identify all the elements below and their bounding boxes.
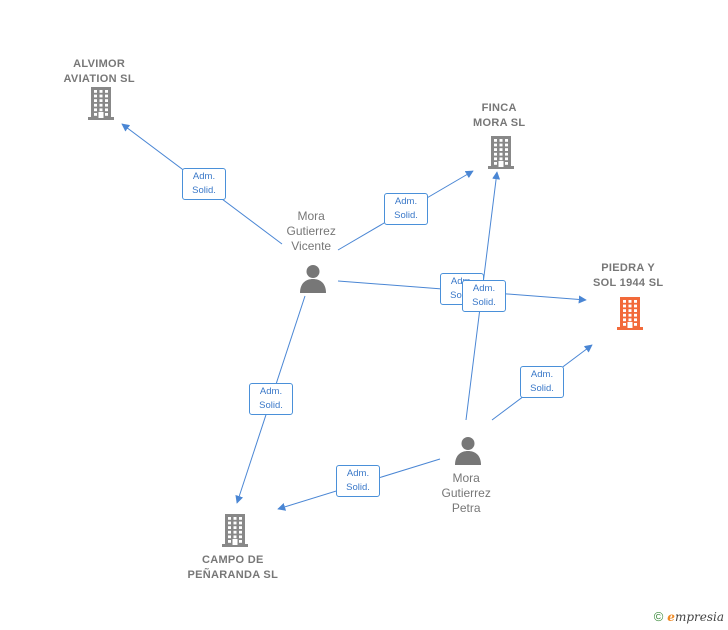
building-icon[interactable]	[220, 513, 250, 552]
company-label-line: FINCA	[481, 102, 517, 114]
person-label-line: Petra	[451, 501, 481, 515]
company-label-alvimor[interactable]: ALVIMOR AVIATION SL	[64, 57, 135, 87]
relation-label-line: Solid.	[346, 482, 370, 493]
relation-label-petra-finca[interactable]: Adm. Solid.	[462, 280, 506, 312]
footer-brand: © empresia	[654, 609, 724, 624]
relation-label-line: Adm.	[394, 196, 418, 207]
copyright-symbol: ©	[653, 609, 664, 624]
empresia-logo: empresia	[667, 609, 724, 624]
person-label-line: Vicente	[291, 239, 332, 253]
company-label-line: PIEDRA Y	[601, 262, 656, 274]
building-icon[interactable]	[615, 296, 645, 335]
relation-label-line: Solid.	[394, 210, 418, 221]
relation-label-line: Adm.	[530, 369, 554, 380]
company-label-line: SOL 1944 SL	[593, 277, 664, 289]
relation-label-petra-campo[interactable]: Adm. Solid.	[336, 465, 380, 497]
relation-label-line: Solid.	[530, 383, 554, 394]
person-icon[interactable]	[298, 263, 328, 298]
company-label-campo[interactable]: CAMPO DE PEÑARANDA SL	[188, 553, 279, 583]
relation-label-line: Solid.	[259, 400, 283, 411]
relation-label-line: Solid.	[441, 289, 483, 303]
relation-label-line: Adm.	[259, 386, 283, 397]
building-icon[interactable]	[486, 135, 516, 174]
company-label-line: AVIATION SL	[63, 73, 135, 85]
relation-label-line: Solid.	[472, 297, 496, 308]
person-label-line: Mora	[297, 209, 325, 223]
person-label-line: Mora	[452, 471, 480, 485]
relation-label-line: Solid.	[192, 185, 216, 196]
person-label-line: Gutierrez	[441, 486, 491, 500]
relation-label-line: Adm.	[192, 171, 216, 182]
relation-label-vicente-alvimor[interactable]: Adm. Solid.	[182, 168, 226, 200]
company-label-finca[interactable]: FINCA MORA SL	[473, 101, 525, 131]
company-label-line: MORA SL	[473, 117, 526, 129]
person-label-line: Gutierrez	[286, 224, 336, 238]
company-label-line: ALVIMOR	[73, 58, 126, 70]
company-label-piedra[interactable]: PIEDRA Y SOL 1944 SL	[593, 261, 663, 291]
company-label-line: PEÑARANDA SL	[187, 569, 279, 581]
relation-label-petra-piedra[interactable]: Adm. Solid.	[520, 366, 564, 398]
relation-label-line: Adm.	[346, 468, 370, 479]
company-label-line: CAMPO DE	[201, 554, 264, 566]
relation-label-vicente-campo[interactable]: Adm. Solid.	[249, 383, 293, 415]
relation-label-vicente-finca[interactable]: Adm. Solid.	[384, 193, 428, 225]
building-icon[interactable]	[86, 86, 116, 125]
relation-label-line: Adm.	[472, 283, 496, 294]
person-icon[interactable]	[453, 435, 483, 470]
